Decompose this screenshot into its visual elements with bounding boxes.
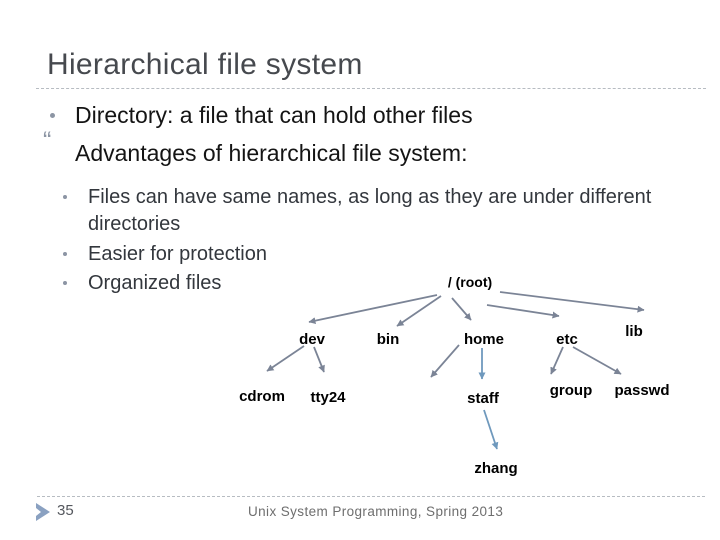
subbullet-dot-icon bbox=[63, 195, 67, 199]
tree-node-staff: staff bbox=[467, 390, 500, 407]
tree-node-dev: dev bbox=[299, 331, 326, 348]
tree-node-zhang: zhang bbox=[474, 460, 517, 477]
tree-edge-etc-group bbox=[550, 346, 564, 375]
subbullet-dot-icon bbox=[63, 281, 67, 285]
tree-edge-home-unlabeled bbox=[430, 344, 460, 378]
title-divider-dashed bbox=[36, 88, 706, 89]
tree-edge-root-etc bbox=[486, 304, 560, 319]
tree-edge-root-home bbox=[451, 297, 472, 321]
bullet-dot-icon bbox=[50, 113, 55, 118]
directory-tree-diagram: / (root) dev bin home etc lib cdrom tty24 staff g… bbox=[239, 274, 669, 477]
tree-edge-staff-zhang bbox=[483, 409, 499, 450]
subbullet-organized: Organized files bbox=[88, 272, 222, 294]
tree-node-passwd: passwd bbox=[614, 382, 669, 399]
bullet-quote-icon: “ bbox=[43, 127, 52, 155]
footer-divider-dashed bbox=[37, 496, 705, 497]
tree-edges bbox=[266, 291, 645, 450]
tree-edge-root-bin bbox=[396, 295, 442, 327]
bullet-directory: Directory: a file that can hold other fi… bbox=[75, 102, 473, 128]
tree-node-bin: bin bbox=[377, 331, 400, 348]
subbullet-dot-icon bbox=[63, 252, 67, 256]
tree-node-lib: lib bbox=[625, 323, 643, 340]
tree-edge-dev-tty24 bbox=[313, 346, 325, 373]
tree-nodes: / (root) dev bin home etc lib cdrom tty24 staff g… bbox=[239, 274, 669, 477]
tree-edge-root-lib bbox=[499, 291, 645, 313]
bullet-advantages: Advantages of hierarchical file system: bbox=[75, 140, 468, 166]
tree-node-group: group bbox=[550, 382, 593, 399]
slide-number-triangle-icon bbox=[36, 503, 50, 521]
tree-node-etc: etc bbox=[556, 331, 578, 348]
tree-node-home: home bbox=[464, 331, 504, 348]
slide-number-triangle-notch bbox=[36, 508, 41, 516]
subbullet-protection: Easier for protection bbox=[88, 243, 267, 265]
tree-node-tty24: tty24 bbox=[310, 389, 346, 406]
subbullet-same-names: Files can have same names, as long as th… bbox=[88, 186, 652, 235]
footer-course-title: Unix System Programming, Spring 2013 bbox=[248, 504, 504, 519]
tree-edge-dev-cdrom bbox=[266, 345, 305, 372]
tree-edge-root-dev bbox=[308, 294, 438, 325]
tree-edge-etc-passwd bbox=[572, 346, 622, 375]
slide-title: Hierarchical file system bbox=[47, 48, 363, 81]
tree-node-root: / (root) bbox=[448, 274, 492, 290]
slide-number: 35 bbox=[57, 502, 74, 519]
tree-node-cdrom: cdrom bbox=[239, 388, 285, 405]
